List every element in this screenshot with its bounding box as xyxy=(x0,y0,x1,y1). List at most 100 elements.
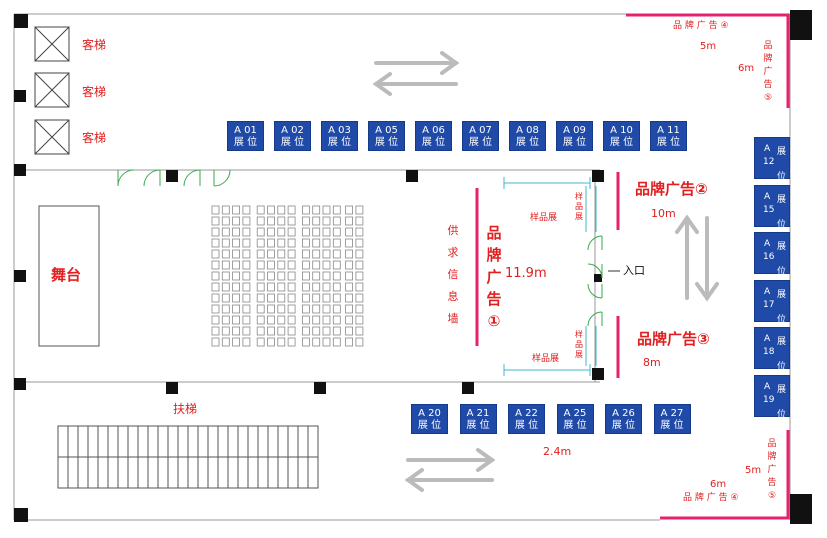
elevator-boxes xyxy=(34,26,70,155)
seat xyxy=(211,260,220,270)
seat xyxy=(221,326,230,336)
seat xyxy=(322,205,331,215)
seat xyxy=(312,238,321,248)
seat xyxy=(277,337,286,347)
seat xyxy=(322,227,331,237)
seat xyxy=(267,293,275,303)
seat xyxy=(345,271,354,281)
seat xyxy=(211,249,220,259)
sample-display-label: 样品展 xyxy=(530,213,558,223)
seat xyxy=(287,227,296,237)
seat xyxy=(355,227,364,237)
seat xyxy=(232,282,241,292)
seat xyxy=(277,293,286,303)
seat xyxy=(312,249,321,259)
escalator xyxy=(57,425,319,489)
sample-display-label: 样品展 xyxy=(575,330,583,359)
seat xyxy=(256,337,265,347)
seat xyxy=(221,216,230,226)
seat xyxy=(211,205,220,215)
seat xyxy=(301,271,310,281)
seat xyxy=(332,227,341,237)
seat xyxy=(277,216,286,226)
seat xyxy=(322,282,331,292)
seat xyxy=(322,315,331,325)
seat xyxy=(301,337,310,347)
seat xyxy=(232,337,241,347)
brand-ad-1-width: 11.9m xyxy=(505,266,547,281)
seat xyxy=(322,260,331,270)
seat xyxy=(301,282,310,292)
seat xyxy=(355,260,364,270)
seat xyxy=(242,326,251,336)
seat xyxy=(312,205,321,215)
seat xyxy=(232,249,241,259)
seat xyxy=(277,227,286,237)
seat xyxy=(232,326,241,336)
seat xyxy=(267,238,275,248)
seat xyxy=(345,326,354,336)
seat xyxy=(256,326,265,336)
brand-ad-2-label: 品牌广告② xyxy=(635,180,708,198)
seat xyxy=(277,249,286,259)
seat xyxy=(287,205,296,215)
seat xyxy=(232,260,241,270)
seat xyxy=(332,337,341,347)
seat xyxy=(256,315,265,325)
seat xyxy=(301,315,310,325)
seat xyxy=(211,282,220,292)
seat xyxy=(267,249,275,259)
seat xyxy=(221,205,230,215)
seat xyxy=(355,271,364,281)
seat xyxy=(345,260,354,270)
brand-ad-2-width: 10m xyxy=(651,207,676,220)
seat xyxy=(232,293,241,303)
seat xyxy=(345,249,354,259)
seat xyxy=(287,260,296,270)
stage-label: 舞台 xyxy=(51,266,82,284)
escalator-label: 扶梯 xyxy=(173,402,198,416)
seat xyxy=(332,249,341,259)
seat xyxy=(355,304,364,314)
seat xyxy=(322,326,331,336)
seat xyxy=(221,315,230,325)
seat xyxy=(232,304,241,314)
seat xyxy=(256,271,265,281)
seat xyxy=(256,304,265,314)
seat xyxy=(211,315,220,325)
brand-ad-4-label: 品 牌 广 告 ④ xyxy=(683,493,739,503)
seat xyxy=(242,216,251,226)
seat xyxy=(267,282,275,292)
seat xyxy=(242,293,251,303)
seat xyxy=(242,315,251,325)
seat xyxy=(301,216,310,226)
ad-4-width: 5m xyxy=(745,465,762,476)
seat xyxy=(267,315,275,325)
seat xyxy=(232,271,241,281)
seat xyxy=(267,216,275,226)
seat xyxy=(277,304,286,314)
seat xyxy=(345,238,354,248)
seat xyxy=(242,271,251,281)
seating-area xyxy=(211,205,364,347)
brand-ad-4-label: 品 牌 广 告 ④ xyxy=(673,21,729,31)
seat xyxy=(242,337,251,347)
seat xyxy=(256,216,265,226)
seat xyxy=(287,315,296,325)
seat xyxy=(211,227,220,237)
seat xyxy=(355,315,364,325)
